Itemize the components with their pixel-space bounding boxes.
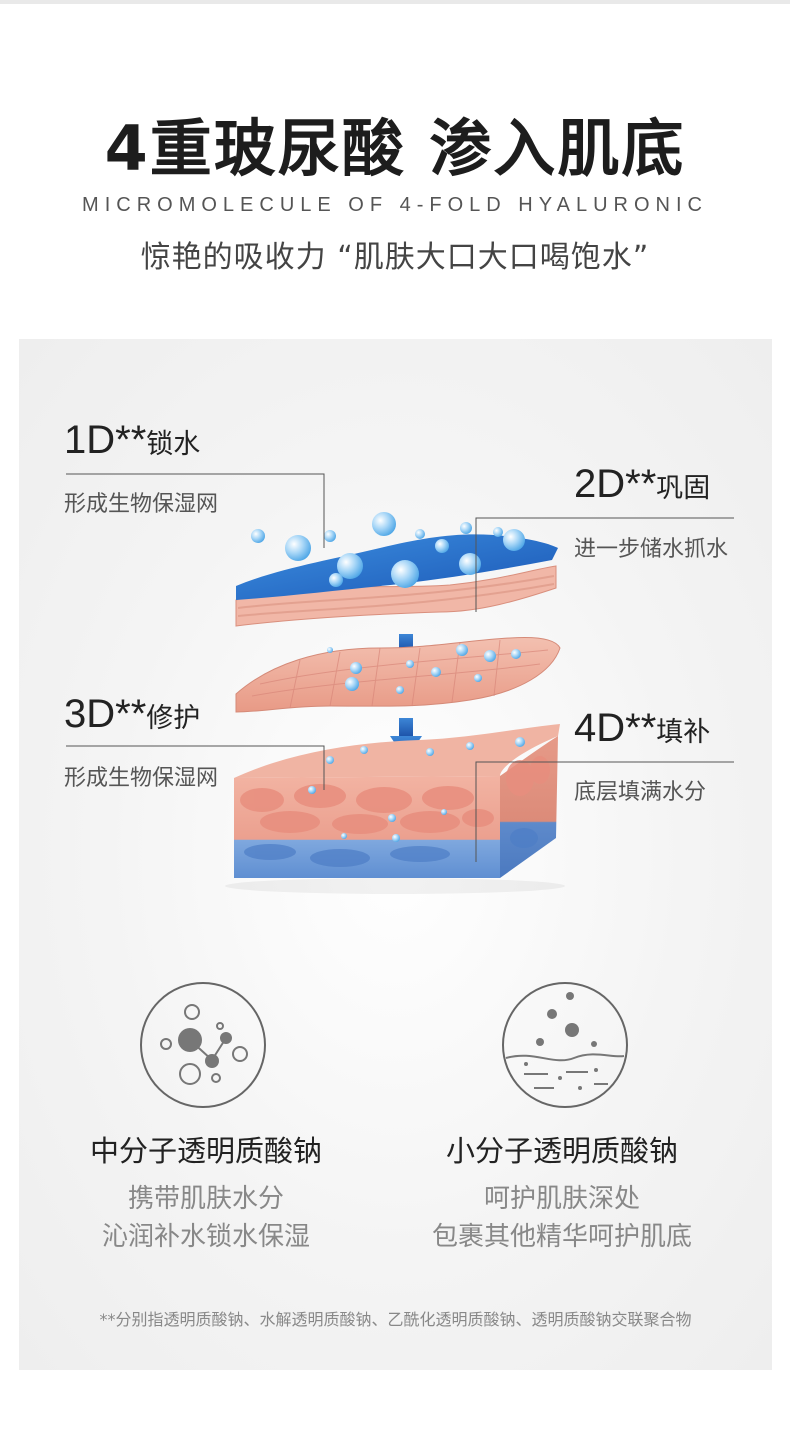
top-divider xyxy=(0,0,790,4)
penetrating-dots-icon xyxy=(502,982,628,1108)
medium-molecule-desc: 携带肌肤水分 沁润补水锁水保湿 xyxy=(101,1184,310,1252)
block-bubbles xyxy=(308,737,525,842)
layer-2d-label: 2D**巩固 xyxy=(574,462,711,506)
page-title: 4重玻尿酸 渗入肌底 xyxy=(104,112,686,185)
english-subtitle: MICROMOLECULE OF 4-FOLD HYALURONIC xyxy=(82,194,708,216)
layer1-bubbles xyxy=(251,512,525,588)
layer2-bubbles xyxy=(327,644,521,694)
layer-1d-label: 1D**锁水 xyxy=(64,418,201,462)
layer-2d-desc: 进一步储水抓水 xyxy=(574,537,729,562)
layer2-grid-sheet xyxy=(235,637,561,713)
medium-molecule-title: 中分子透明质酸钠 xyxy=(89,1134,322,1168)
layer-4d-label: 4D**填补 xyxy=(574,706,711,750)
chinese-subtitle: 惊艳的吸收力 “肌肤大口大口喝饱水” xyxy=(140,240,650,275)
block-top xyxy=(234,724,560,778)
layer-3d-label: 3D**修护 xyxy=(64,692,201,736)
layer-4d-desc: 底层填满水分 xyxy=(574,780,707,805)
molecule-cluster-icon xyxy=(140,982,266,1108)
block-cells xyxy=(240,756,550,834)
layer-3d-desc: 形成生物保湿网 xyxy=(64,766,219,791)
small-molecule-desc: 呵护肌肤深处 包裹其他精华呵护肌底 xyxy=(431,1184,692,1252)
leader-lines xyxy=(66,473,734,862)
small-molecule-title: 小分子透明质酸钠 xyxy=(445,1134,678,1168)
layer-1d-desc: 形成生物保湿网 xyxy=(64,492,219,517)
footnote: **分别指透明质酸钠、水解透明质酸钠、乙酰化透明质酸钠、透明质酸钠交联聚合物 xyxy=(99,1310,692,1329)
